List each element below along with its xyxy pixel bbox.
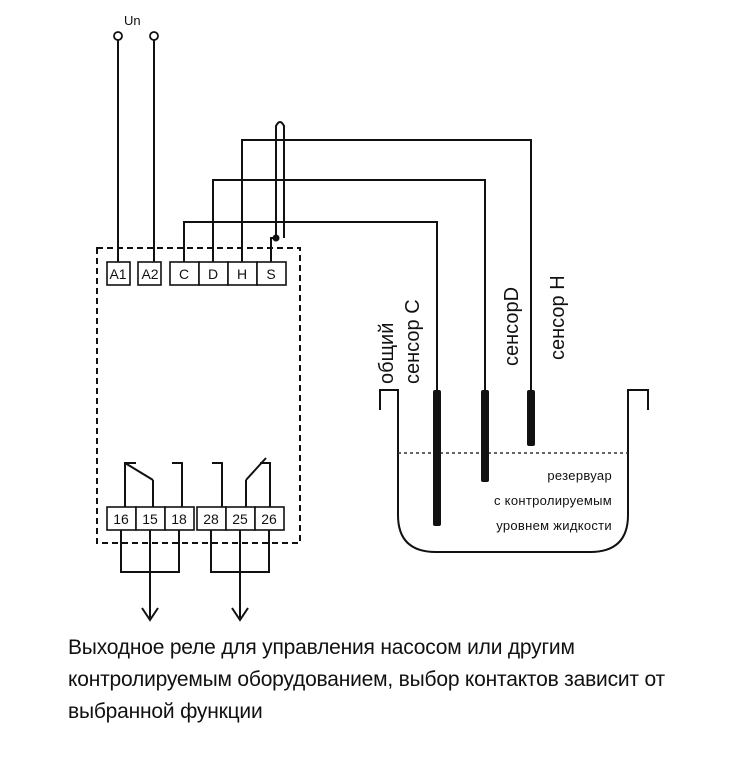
caption-line: Выходное реле для управления насосом или… [68,636,575,659]
supply-terminal-a2 [149,31,159,41]
terminal-label: 18 [171,511,187,527]
caption-line: контролируемым оборудованием, выбор конт… [68,668,665,691]
supply-terminal-a1 [113,31,123,41]
terminal-box [137,261,162,286]
terminal-box [106,261,131,286]
diagram-caption: Выходное реле для управления насосом или… [68,632,728,728]
wire-sensor-d [212,179,486,392]
wire-common-sensor [183,221,438,392]
electrode-common-c [433,390,441,526]
output-wiring [120,530,270,622]
terminal-label: 25 [232,511,248,527]
caption-line: выбранной функции [68,700,263,723]
terminal-label: 26 [261,511,277,527]
arrow-down-icon [231,607,249,622]
terminal-label: 28 [203,511,219,527]
input-terminal-strip: A1 A2 C D H S [106,261,287,286]
terminal-label: 16 [113,511,129,527]
terminal-label: A2 [141,266,158,282]
wire-sensor-h [241,139,532,392]
sensor-h-label: сенсор Н [547,275,569,360]
relay-module-outline [96,247,301,544]
sensor-common-label-line2: сенсор С [402,299,424,384]
terminal-label: D [208,266,218,282]
reservoir-label-line2: с контролируемым [494,493,612,508]
terminal-label: H [237,266,247,282]
sensor-common-label-line1: общий [376,323,398,384]
arrow-down-icon [141,607,159,622]
terminal-label: S [266,266,275,282]
reservoir-label-line3: уровнем жидкости [496,518,612,533]
output-terminal-strip: 16 15 18 28 25 26 [106,506,285,531]
terminal-label: C [179,266,189,282]
reservoir-label-line1: резервуар [547,468,612,483]
relay-contacts [124,457,271,507]
terminal-label: 15 [142,511,158,527]
sensor-d-label: сенсорD [501,287,523,366]
terminal-label: A1 [109,266,126,282]
reservoir-tank [379,389,649,553]
supply-label: Un [124,13,141,28]
electrode-d [481,390,489,482]
junction-dot [272,234,280,242]
wire-s-loop [270,121,285,262]
electrode-h [527,390,535,446]
